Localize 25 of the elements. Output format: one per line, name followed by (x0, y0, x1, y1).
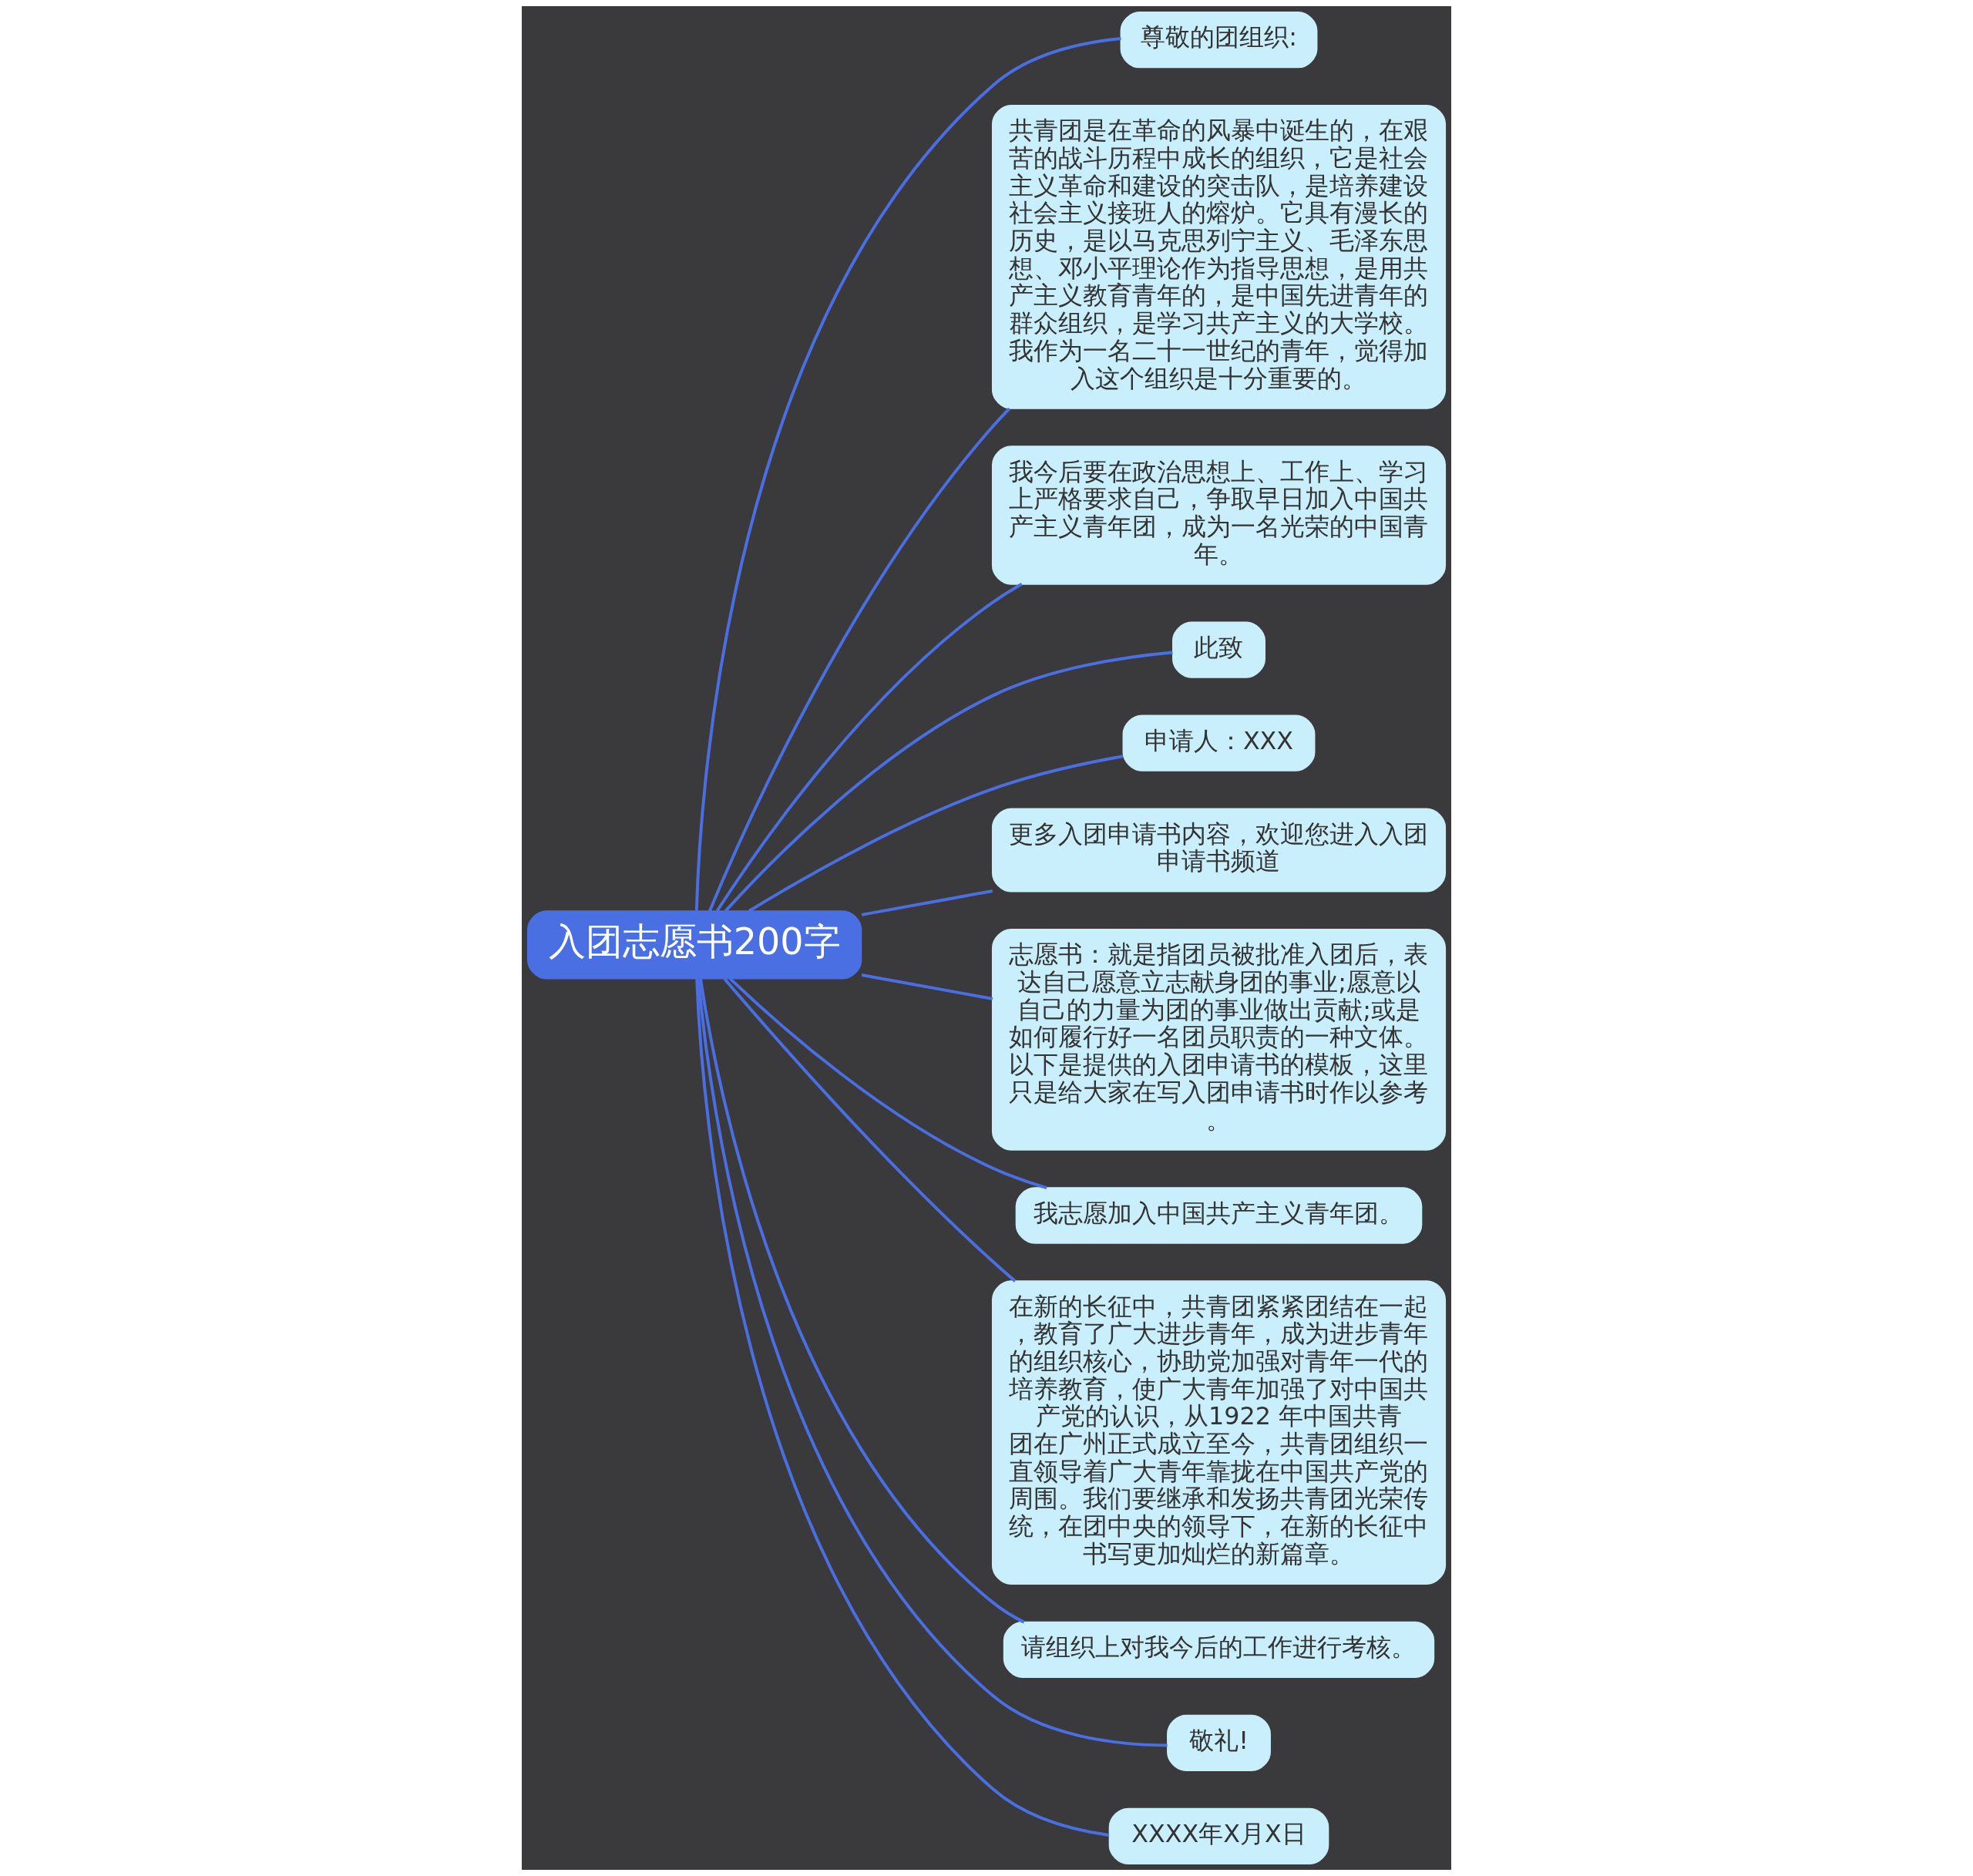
connector (729, 977, 1047, 1189)
node-box: 更多入团申请书内容，欢迎您进入入团申请书频道 (991, 808, 1447, 893)
node-box: 此致 (1172, 621, 1265, 678)
node-box: 入团志愿书200字 (526, 910, 862, 980)
connector (697, 978, 1168, 1747)
connector (861, 973, 993, 1000)
node-box: XXXX年X月X日 (1108, 1807, 1329, 1865)
connector (708, 407, 1010, 912)
node-box: 志愿书：就是指团员被批准入团后，表达自己愿意立志献身团的事业;愿意以自己的力量为团的事业做出贡献;或是如何履行好一名团员职责的一种文体。以下是提供的入团申请书的模板，这里只是给大家在写入团申请书时作以参考。 (991, 929, 1447, 1151)
node-box: 共青团是在革命的风暴中诞生的，在艰苦的战斗历程中成长的组织，它是社会主义革命和建设的突击队，是培养建设社会主义接班人的熔炉。它具有漫长的历史，是以马克思列宁主义、毛泽东思想、邓小平理论作为指导思想，是用共产主义教育青年的，是中国先进青年的群众组织，是学习共产主义的大学校。我作为一名二十一世纪的青年，觉得加入这个组织是十分重要的。 (991, 104, 1447, 409)
node-box: 我志愿加入中国共产主义青年团。 (1015, 1187, 1423, 1244)
node-box: 尊敬的团组织: (1120, 11, 1318, 69)
node-box: 请组织上对我今后的工作进行考核。 (1003, 1621, 1435, 1679)
node-box: 敬礼! (1167, 1714, 1271, 1772)
connector (724, 651, 1173, 913)
connector (715, 583, 1023, 912)
connector (861, 889, 993, 916)
node-box: 在新的长征中，共青团紧紧团结在一起，教育了广大进步青年，成为进步青年的组织核心，协助党加强对青年一代的培养教育，使广大青年加强了对中国共产党的认识，从1922 年中国共青团在广州正式成立至今，共青团组织一直领导着广大青年靠拢在中国共产党的周围。我们要继承和发扬共青团光荣传统，在团中央的领导下，在新的长征中书写更加灿烂的新篇章。 (991, 1280, 1447, 1585)
connector (748, 755, 1124, 913)
connector (723, 977, 1017, 1283)
node-box: 申请人：XXX (1122, 714, 1316, 772)
connector (695, 978, 1110, 1837)
connector (698, 978, 1025, 1624)
connector (694, 37, 1121, 911)
node-box: 我今后要在政治思想上、工作上、学习上严格要求自己，争取早日加入中国共产主义青年团，成为一名光荣的中国青年。 (991, 445, 1447, 585)
